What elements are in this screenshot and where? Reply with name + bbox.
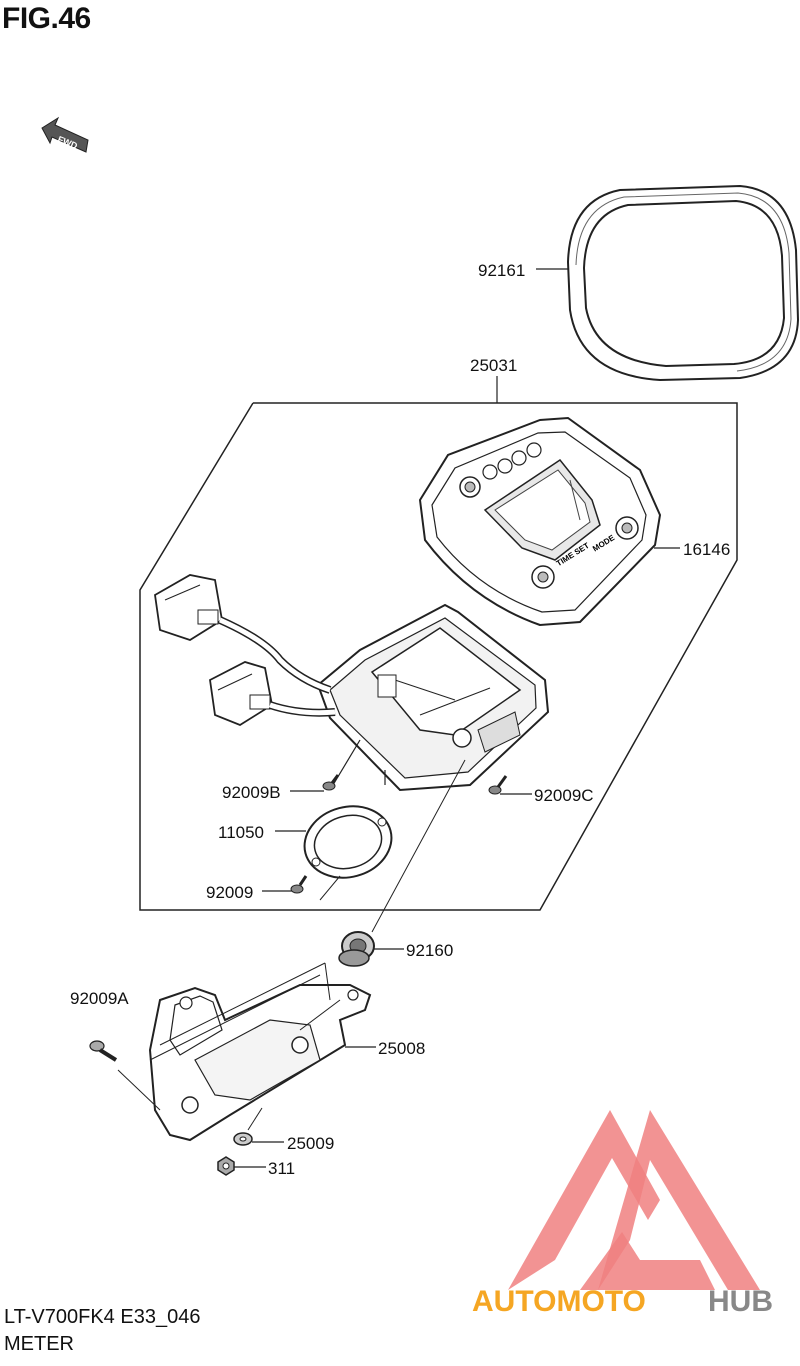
automotohub-watermark: AUTOMOTO HUB (472, 1110, 773, 1318)
screw-92009C (488, 775, 508, 795)
model-code: LT-V700FK4 E33_046 (4, 1306, 201, 1328)
part-labels: 92161 25031 16146 92009B 92009C 11050 92… (70, 261, 730, 1178)
nut-311 (217, 1156, 235, 1176)
washer-25009 (233, 1107, 263, 1146)
label-25009: 25009 (287, 1134, 334, 1153)
label-92009A: 92009A (70, 989, 129, 1008)
label-16146: 16146 (683, 540, 730, 559)
meter-body (154, 574, 550, 792)
label-92160: 92160 (406, 941, 453, 960)
label-92009C: 92009C (534, 786, 594, 805)
leader-lines (234, 268, 680, 1168)
bolt-92009A (89, 1040, 161, 1111)
label-92009: 92009 (206, 883, 253, 902)
label-92161: 92161 (478, 261, 525, 280)
figure-title: FIG.46 (2, 2, 91, 35)
gasket-11050 (303, 805, 393, 901)
section-name: METER (4, 1333, 74, 1355)
label-11050: 11050 (218, 823, 264, 842)
watermark-text-hub: HUB (708, 1285, 773, 1318)
screw-92009 (290, 875, 308, 894)
bracket-25008 (148, 962, 372, 1142)
assembly-25031-outline (139, 402, 738, 911)
screw-92009B (322, 774, 340, 791)
watermark-text-automoto: AUTOMOTO (472, 1285, 646, 1318)
label-92009B: 92009B (222, 783, 281, 802)
connector-upper (154, 574, 332, 694)
label-25031: 25031 (470, 356, 517, 375)
fwd-direction-arrow: FWD (41, 116, 89, 153)
bezel-ring-92161 (566, 184, 800, 382)
label-25008: 25008 (378, 1039, 425, 1058)
meter-cover-16146: TIME SET MODE (418, 416, 662, 627)
connector-lower (209, 661, 336, 727)
label-311: 311 (268, 1159, 295, 1178)
grommet-92160 (338, 759, 466, 967)
